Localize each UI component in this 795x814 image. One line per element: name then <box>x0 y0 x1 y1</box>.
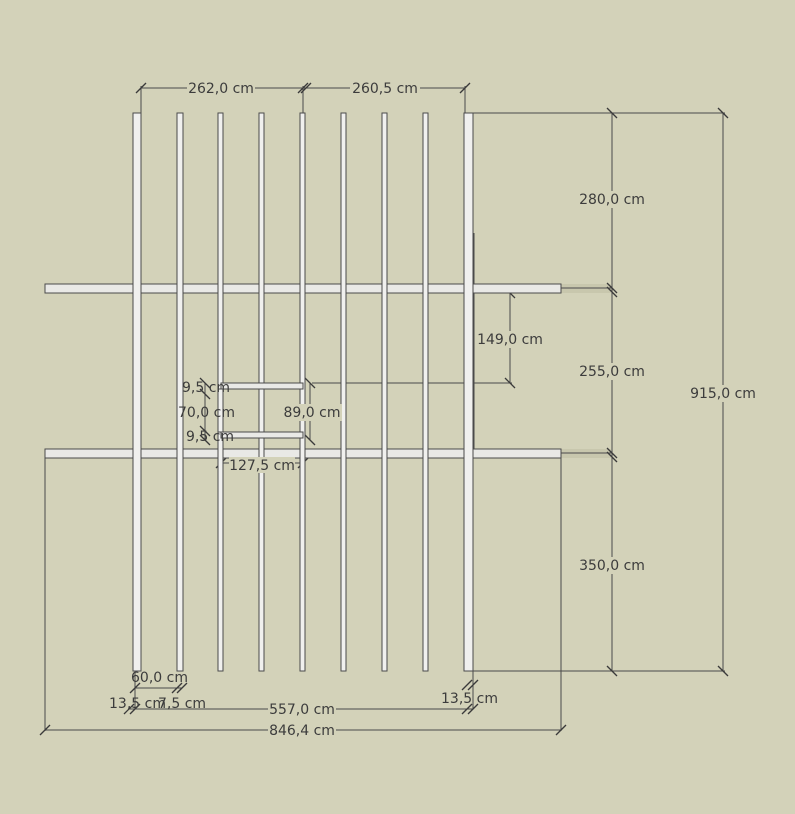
trimmer-bottom <box>220 431 304 439</box>
dim-opening-outer: 89,0 cm <box>284 405 341 421</box>
joist <box>176 112 184 672</box>
dim-opening-inner: 70,0 cm <box>178 405 235 421</box>
joist <box>258 112 265 672</box>
dim-joist-right: 13,5 cm <box>441 691 498 707</box>
joist <box>132 112 142 672</box>
joist <box>381 112 388 672</box>
dim-right-3: 350,0 cm <box>579 558 645 574</box>
dim-total-width: 846,4 cm <box>269 723 335 739</box>
joist <box>463 112 474 672</box>
extension-lines <box>44 86 725 731</box>
dim-trimmer-top: 9,5 cm <box>182 380 230 396</box>
trimmer-top <box>220 382 304 390</box>
dim-top-left: 262,0 cm <box>188 81 254 97</box>
opening-left-trimmer <box>217 388 224 433</box>
dimension-labels: 262,0 cm 260,5 cm 280,0 cm 255,0 cm 350,… <box>109 79 758 739</box>
dim-joist-left: 13,5 cm <box>109 696 166 712</box>
dim-opening-width: 127,5 cm <box>229 458 295 474</box>
dim-right-1: 280,0 cm <box>579 192 645 208</box>
dim-inner-width: 557,0 cm <box>269 702 335 718</box>
joist <box>299 112 306 672</box>
dim-joist-width: 7,5 cm <box>158 696 206 712</box>
dim-opening-depth: 149,0 cm <box>477 332 543 348</box>
dim-trimmer-bottom: 9,5 cm <box>186 429 234 445</box>
dim-spacing: 60,0 cm <box>131 670 188 686</box>
dim-top-right: 260,5 cm <box>352 81 418 97</box>
dim-right-2: 255,0 cm <box>579 364 645 380</box>
joist <box>422 112 429 672</box>
joist <box>340 112 347 672</box>
dim-total-height: 915,0 cm <box>690 386 756 402</box>
